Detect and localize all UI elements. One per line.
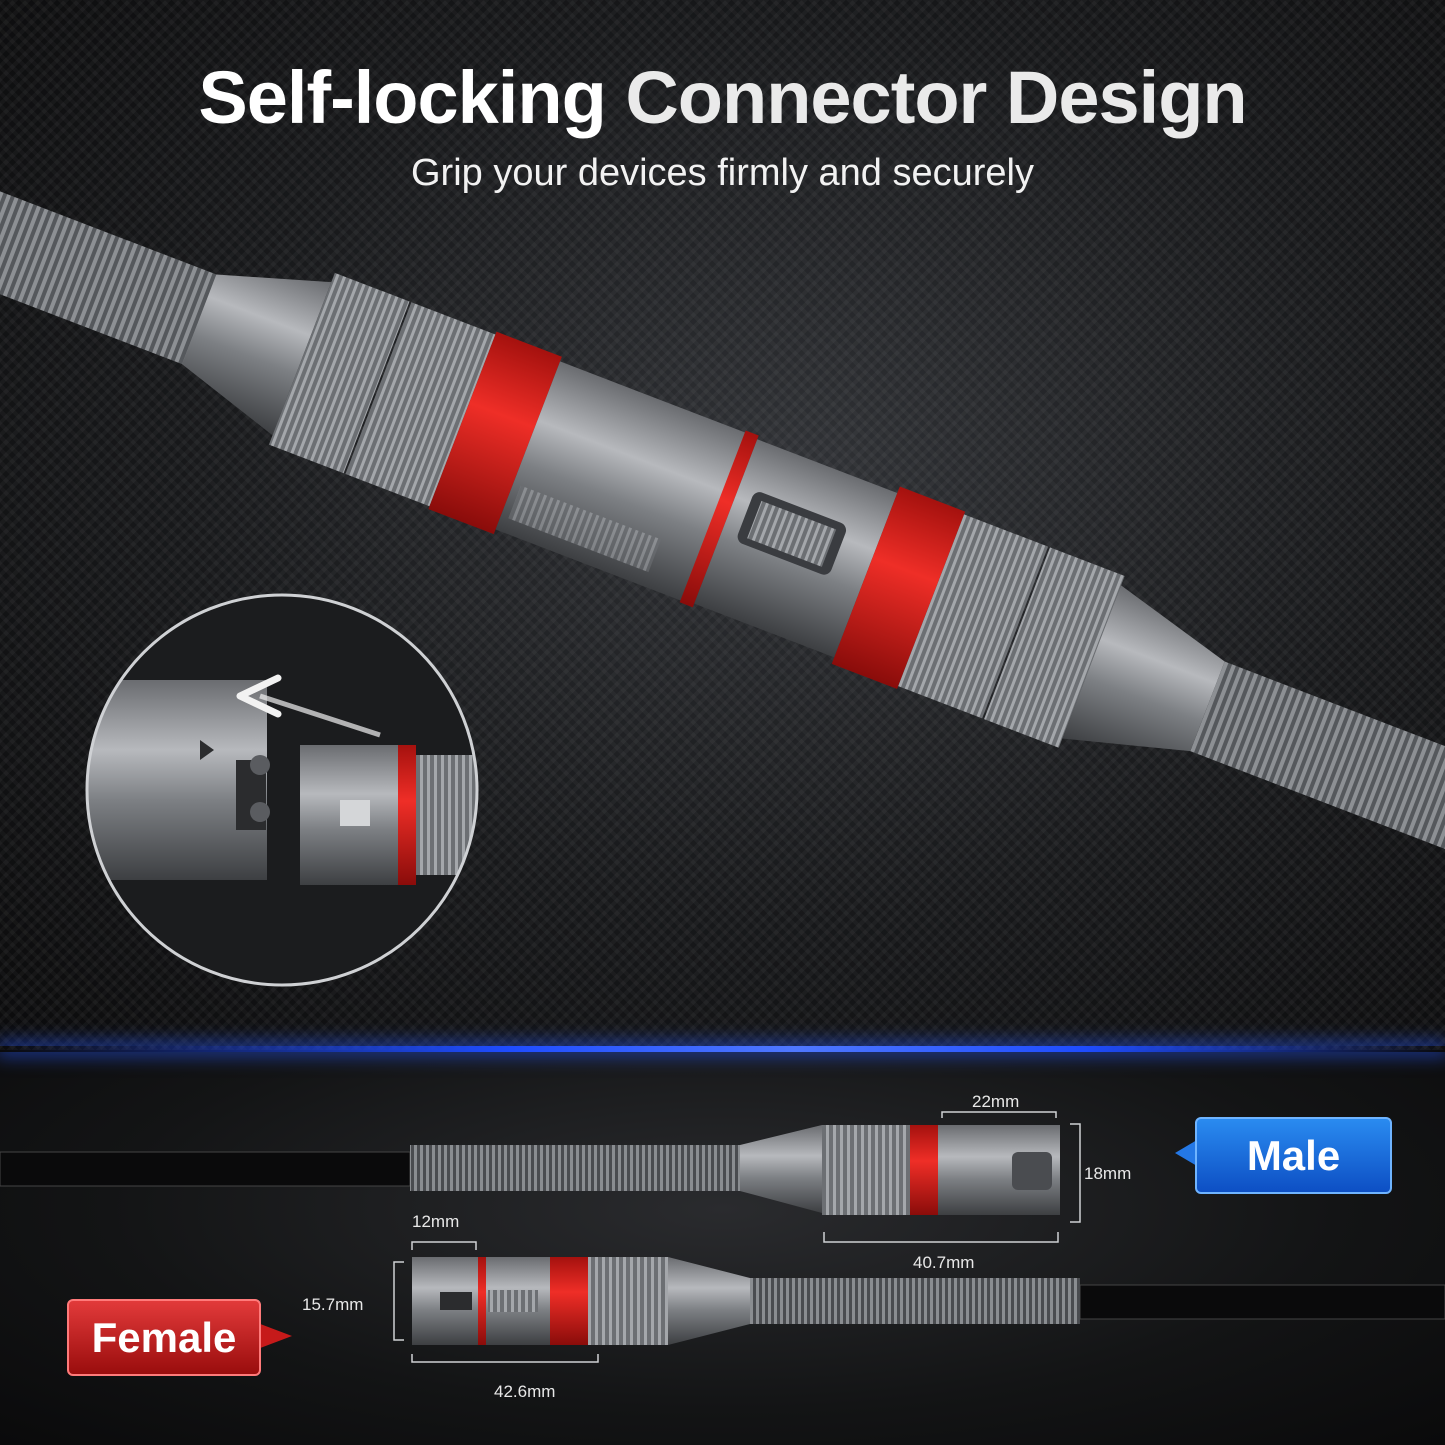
male-cable-coil <box>410 1145 740 1191</box>
cable-coil-right <box>1190 661 1445 952</box>
headline: Self-locking Connector Design <box>0 55 1445 140</box>
arrow-left-icon <box>236 674 282 718</box>
dimension-lines <box>393 1111 1081 1363</box>
male-tag: Male <box>1195 1117 1392 1194</box>
female-length-label: 42.6mm <box>494 1382 556 1401</box>
male-tag-pointer <box>1175 1140 1197 1166</box>
inset-circle-border <box>85 593 479 987</box>
knurl-ring-left-2 <box>345 302 496 507</box>
red-ring-center <box>679 430 759 608</box>
male-connector-diagram <box>0 1125 1060 1215</box>
detail-inset <box>85 593 479 987</box>
boot-right <box>1062 585 1225 752</box>
headline-part1: Self-locking <box>198 56 606 139</box>
female-cable-coil <box>750 1278 1080 1324</box>
female-height-label: 15.7mm <box>302 1295 364 1314</box>
female-body <box>495 361 747 602</box>
male-red-band <box>910 1125 938 1215</box>
inset-red-ring <box>398 745 416 885</box>
headline-part2: Connector Design <box>625 56 1247 139</box>
female-tip-width-label: 12mm <box>412 1212 460 1231</box>
boot-left <box>181 274 332 436</box>
female-tag: Female <box>67 1299 261 1376</box>
female-red-band <box>550 1257 588 1345</box>
male-height-label: 18mm <box>1084 1164 1132 1183</box>
red-band-right <box>831 486 966 689</box>
main-connector-assembly <box>0 80 1445 952</box>
female-tag-pointer <box>255 1322 292 1350</box>
male-length-label: 40.7mm <box>913 1253 975 1272</box>
subheadline: Grip your devices firmly and securely <box>411 152 1034 194</box>
female-connector-diagram <box>412 1257 1445 1345</box>
male-tip-width-label: 22mm <box>972 1092 1020 1111</box>
cable-coil-left <box>0 80 236 372</box>
knurl-ring-right-2 <box>984 547 1125 748</box>
knurl-ring-left-1 <box>268 272 410 474</box>
red-band-left <box>428 331 562 535</box>
blue-divider-line <box>0 1046 1445 1052</box>
knurl-ring-right-1 <box>898 514 1049 719</box>
